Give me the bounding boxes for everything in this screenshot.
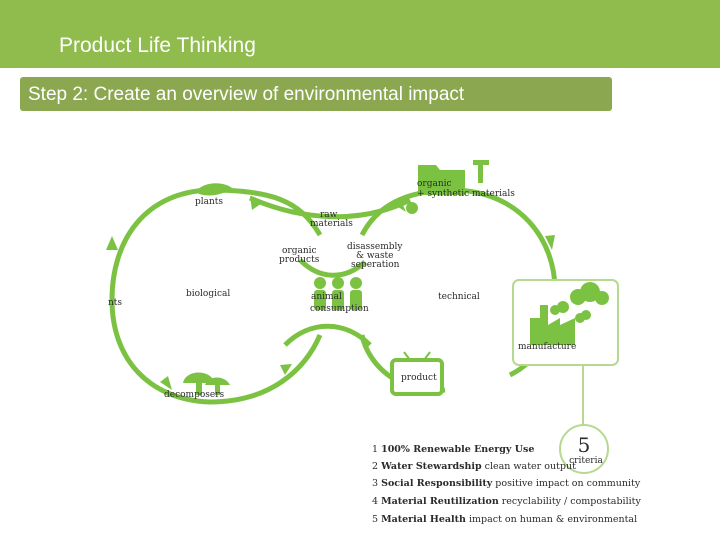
- arrow-icon: [395, 198, 406, 212]
- label-disassembly-3: seperation: [351, 260, 400, 270]
- label-materials: materials: [310, 219, 353, 229]
- people-icon: [314, 277, 362, 310]
- step-label: Step 2: Create an overview of environmen…: [28, 84, 465, 105]
- title-bar: Product Life Thinking: [0, 0, 720, 68]
- arrow-icon: [545, 235, 555, 250]
- label-plants: plants: [195, 197, 223, 207]
- biological-loop: [109, 187, 323, 405]
- criteria-circle: [559, 424, 609, 474]
- criteria-item: 5 Material Health impact on human & envi…: [372, 514, 637, 525]
- folder-icon: [418, 165, 465, 195]
- label-disassembly-1: disassembly: [347, 242, 403, 252]
- label-manufacture: manufacture: [518, 342, 576, 352]
- criteria-item: 2 Water Stewardship clean water output: [372, 461, 576, 472]
- label-product: product: [401, 373, 437, 383]
- criteria-item: 1 100% Renewable Energy Use: [372, 444, 534, 455]
- label-disassembly-2: & waste: [356, 251, 394, 261]
- leaf-icon: [195, 183, 232, 196]
- criteria-item: 3 Social Responsibility positive impact …: [372, 478, 641, 489]
- factory-icon: [530, 305, 575, 345]
- criteria-label: criteria: [569, 456, 603, 466]
- criteria-list: 1 100% Renewable Energy Use 2 Water Stew…: [372, 444, 641, 525]
- slide-title: Product Life Thinking: [59, 34, 256, 57]
- label-organic-syn-2: + synthetic materials: [417, 189, 515, 199]
- arrow-icon: [160, 376, 172, 390]
- label-organic-products-1: organic: [282, 246, 317, 256]
- step-banner: Step 2: Create an overview of environmen…: [20, 77, 612, 111]
- label-decomposers: decomposers: [164, 390, 225, 400]
- flow-arrows: [106, 196, 555, 390]
- criteria-number: 5: [578, 433, 591, 457]
- label-organic-syn-1: organic: [417, 179, 452, 189]
- disc-icon: [406, 202, 418, 214]
- cloud-icon: [550, 282, 609, 323]
- criteria-item: 4 Material Reutilization recyclability /…: [372, 496, 641, 507]
- label-raw: raw: [320, 210, 338, 220]
- label-nts: nts: [108, 298, 122, 308]
- label-organic-products-2: products: [279, 255, 320, 265]
- label-biological: biological: [186, 289, 230, 299]
- connector-flows: [248, 195, 412, 347]
- arrow-icon: [106, 236, 118, 250]
- manufacture-box: [512, 279, 619, 366]
- arrow-icon: [280, 364, 292, 375]
- label-animal: animal: [311, 292, 342, 302]
- arrow-icon: [250, 196, 262, 210]
- label-technical: technical: [438, 292, 480, 302]
- label-consumption: consumption: [310, 304, 369, 314]
- mushroom-icon: [183, 372, 230, 395]
- faucet-icon: [473, 160, 489, 183]
- tv-product-icon: [390, 351, 444, 396]
